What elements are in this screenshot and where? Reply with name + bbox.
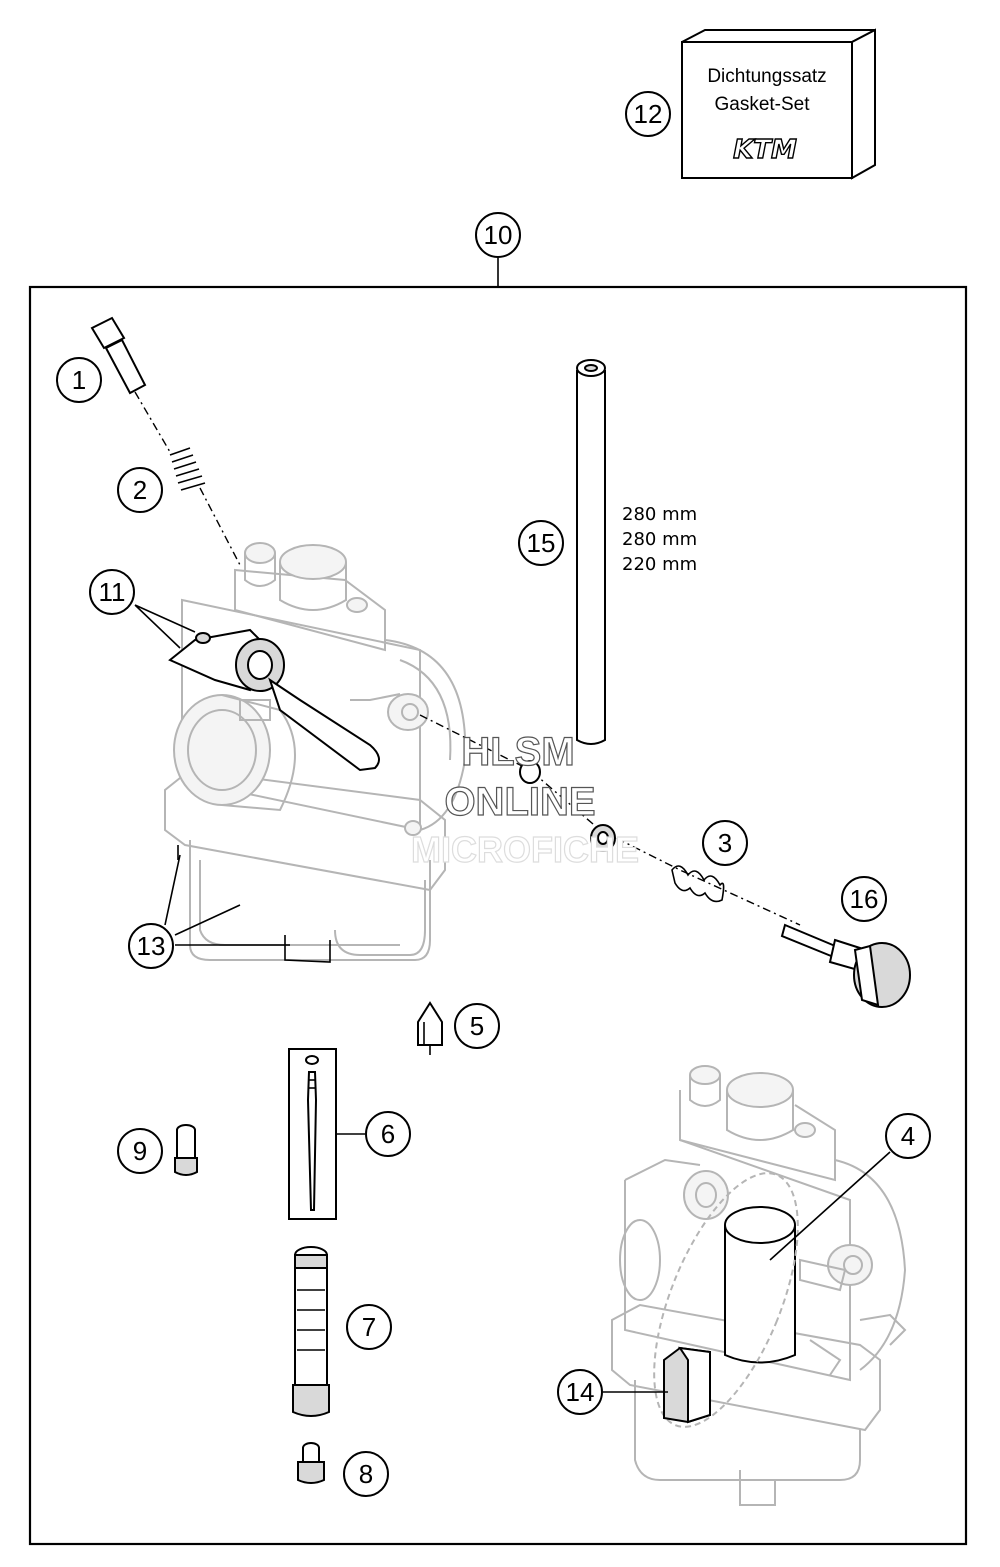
part-6-jet-needle bbox=[288, 1048, 337, 1220]
choke-lever bbox=[168, 628, 380, 772]
svg-text:3: 3 bbox=[718, 828, 732, 858]
svg-text:1: 1 bbox=[72, 365, 86, 395]
part-1-screw bbox=[90, 316, 147, 395]
part-15-hose bbox=[576, 359, 606, 745]
part-14-slide-plate bbox=[663, 1346, 711, 1424]
svg-text:ONLINE: ONLINE bbox=[444, 780, 595, 824]
part-9-jet bbox=[174, 1124, 198, 1176]
svg-text:6: 6 bbox=[381, 1119, 395, 1149]
callout-15: 15 bbox=[518, 520, 564, 566]
leader-4 bbox=[769, 1151, 891, 1261]
callout-12: 12 bbox=[625, 91, 671, 137]
washer-small bbox=[519, 760, 541, 784]
ktm-logo: KTM bbox=[733, 135, 797, 165]
callout-14: 14 bbox=[557, 1369, 603, 1415]
svg-text:10: 10 bbox=[484, 220, 513, 250]
hose-length-1: 280 mm bbox=[622, 504, 697, 525]
part-5-float-needle bbox=[417, 1001, 443, 1055]
svg-text:2: 2 bbox=[133, 475, 147, 505]
callout-10: 10 bbox=[475, 212, 521, 258]
svg-text:11: 11 bbox=[99, 577, 126, 607]
svg-text:HLSM: HLSM bbox=[461, 730, 574, 774]
part-7-needle-jet bbox=[292, 1246, 330, 1417]
callout-4: 4 bbox=[885, 1113, 931, 1159]
callout-16: 16 bbox=[841, 876, 887, 922]
gasket-set-label-1: Dichtungssatz bbox=[707, 66, 826, 87]
leader-13 bbox=[164, 854, 290, 946]
svg-text:8: 8 bbox=[359, 1459, 373, 1489]
upper-carburetor-body bbox=[164, 542, 467, 961]
svg-text:12: 12 bbox=[634, 99, 663, 129]
part-4-throttle-slide bbox=[653, 1172, 799, 1428]
callout-13: 13 bbox=[128, 923, 174, 969]
svg-text:5: 5 bbox=[470, 1011, 484, 1041]
hose-length-3: 220 mm bbox=[622, 554, 697, 575]
svg-text:MICROFICHE: MICROFICHE bbox=[411, 829, 639, 870]
callout-6: 6 bbox=[365, 1111, 411, 1157]
callout-9: 9 bbox=[117, 1128, 163, 1174]
svg-text:4: 4 bbox=[901, 1121, 915, 1151]
callout-8: 8 bbox=[343, 1451, 389, 1497]
callout-1: 1 bbox=[56, 357, 102, 403]
svg-text:14: 14 bbox=[566, 1377, 595, 1407]
gasket-set-label-2: Gasket-Set bbox=[714, 94, 810, 115]
watermark: HLSM ONLINE MICROFICHE bbox=[410, 729, 639, 870]
part-3-spring bbox=[671, 865, 725, 903]
callout-3: 3 bbox=[702, 820, 748, 866]
leader-11 bbox=[134, 604, 196, 649]
part-16-idle-screw bbox=[780, 923, 911, 1008]
part-2-spring bbox=[169, 447, 206, 491]
callout-11: 11 bbox=[89, 569, 135, 615]
axis-line-idle bbox=[419, 714, 801, 926]
axis-line-1 bbox=[134, 391, 241, 566]
svg-text:7: 7 bbox=[362, 1312, 376, 1342]
float-bowl-gaskets bbox=[177, 845, 331, 963]
lower-carburetor-body bbox=[611, 1065, 907, 1506]
svg-text:13: 13 bbox=[137, 931, 166, 961]
svg-text:15: 15 bbox=[527, 528, 556, 558]
carburetor-kit-frame bbox=[28, 285, 968, 1546]
svg-text:9: 9 bbox=[133, 1136, 147, 1166]
callout-7: 7 bbox=[346, 1304, 392, 1350]
callout-5: 5 bbox=[454, 1003, 500, 1049]
hose-length-2: 280 mm bbox=[622, 529, 697, 550]
part-8-pilot-jet bbox=[297, 1442, 325, 1484]
gasket-set-box: Dichtungssatz Gasket-Set KTM bbox=[681, 28, 876, 180]
callout-2: 2 bbox=[117, 467, 163, 513]
svg-text:16: 16 bbox=[850, 884, 879, 914]
